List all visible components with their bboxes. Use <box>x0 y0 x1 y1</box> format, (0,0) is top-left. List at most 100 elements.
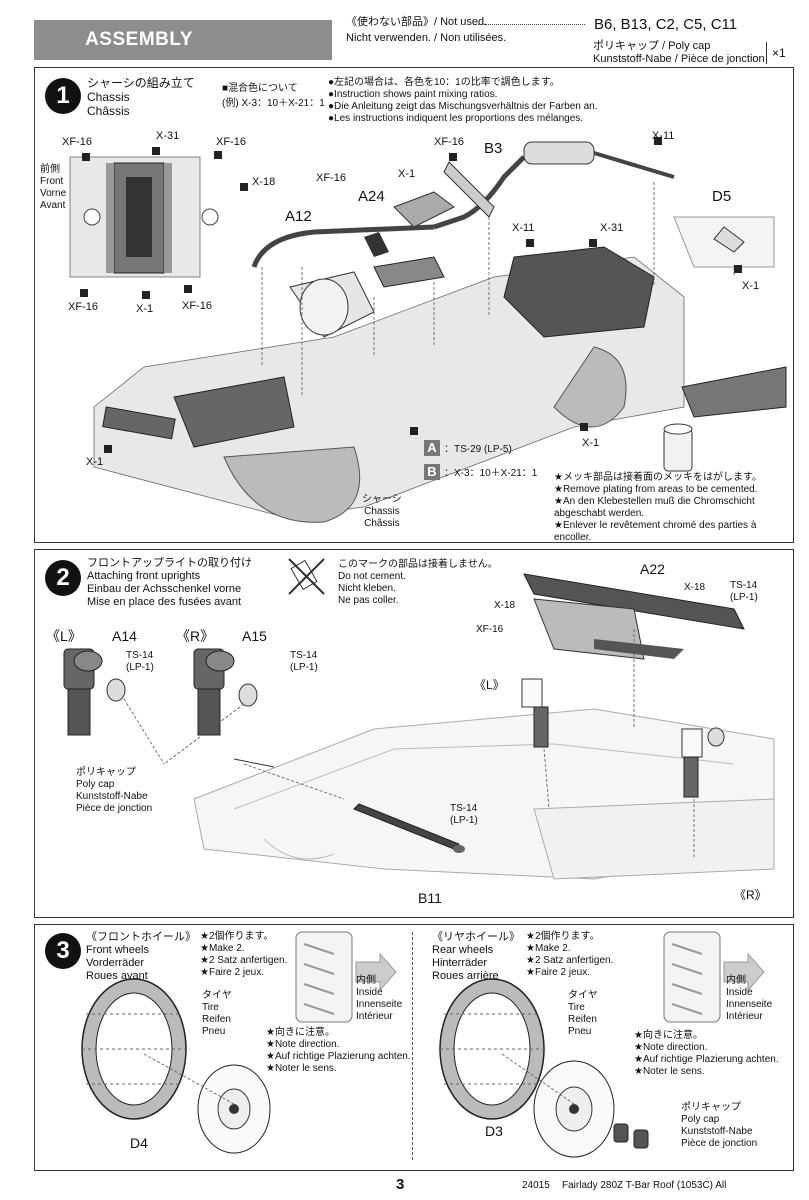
rear-wheels-en: Rear wheels <box>432 944 494 956</box>
tire-jp: タイヤ <box>202 990 232 1001</box>
step2-title-de: Einbau der Achsschenkel vorne <box>87 583 242 595</box>
step2-title: フロントアップライトの取り付け Attaching front uprights… <box>87 557 252 609</box>
front-jp: 前側 <box>40 164 60 175</box>
upright-right-label: 《R》 <box>176 628 215 644</box>
legend-a-letter: A <box>424 440 440 456</box>
inside-jp: 内側 <box>356 975 376 986</box>
ts14-text: TS-14 <box>730 580 758 591</box>
paint-ts14-a22: TS-14(LP-1) <box>730 580 758 604</box>
mix-note-en: ●Instruction shows paint mixing ratios. <box>328 89 498 100</box>
part-label-a22: A22 <box>640 561 665 577</box>
front-fr: Avant <box>40 200 66 211</box>
no-cement-jp: このマークの部品は接着しません。 <box>338 559 498 570</box>
step1-title-fr: Châssis <box>87 104 130 118</box>
rear-wheels-jp: 《リヤホイール》 <box>432 931 520 943</box>
page-number: 3 <box>396 1176 405 1193</box>
inside-jp: 内側 <box>726 975 746 986</box>
direction-en: ★Note direction. <box>266 1039 340 1050</box>
step2-title-fr: Mise en place des fusées avant <box>87 596 242 608</box>
polycap-jp: ポリキャップ <box>76 767 136 778</box>
part-label-a12: A12 <box>285 208 312 225</box>
part-label-a24: A24 <box>358 188 385 205</box>
chassis-jp: シャーシ <box>362 494 402 505</box>
step2-number: 2 <box>45 560 81 596</box>
no-cement-en: Do not cement. <box>338 571 406 582</box>
mix-note-de: ●Die Anleitung zeigt das Mischungsverhäl… <box>328 101 598 112</box>
front-wheels-jp: 《フロントホイール》 <box>86 931 196 943</box>
direction-en: ★Note direction. <box>634 1042 708 1053</box>
paint-label: XF-16 <box>68 301 98 313</box>
make2-front: ★2個作ります。 ★Make 2. ★2 Satz anfertigen. ★F… <box>200 931 287 979</box>
mix-heading: ■混合色について <box>222 83 298 94</box>
inside-de: Innenseite <box>726 999 773 1010</box>
tread-pattern-front <box>295 931 397 1023</box>
paint-markers <box>80 137 742 453</box>
upright-right-part: A15 <box>242 628 267 644</box>
paint-label: XF-16 <box>316 172 346 184</box>
paint-x18-a: X-18 <box>684 582 706 593</box>
mix-example: (例) X-3：10＋X-21：1 <box>222 98 325 109</box>
part-label-d4: D4 <box>130 1135 148 1151</box>
ts14-text: TS-14 <box>290 650 318 661</box>
inner-left-label: 《L》 <box>474 678 505 692</box>
paint-label: X-31 <box>156 130 180 142</box>
lp1-text: (LP-1) <box>730 592 758 603</box>
plating-en: ★Remove plating from areas to be cemente… <box>554 484 758 495</box>
part-label-d5: D5 <box>712 188 732 205</box>
upright-left <box>63 648 126 736</box>
plating-fr: ★Enlever le revêtement chromé des partie… <box>554 520 757 543</box>
lp1-text: (LP-1) <box>450 815 478 826</box>
front-upright-illustration <box>63 558 775 880</box>
front-label: 前側 Front Vorne Avant <box>40 164 66 212</box>
paint-x18-b: X-18 <box>494 600 516 611</box>
tread-pattern-rear <box>663 931 765 1023</box>
legend-a: A：TS-29 (LP-5) <box>424 440 512 456</box>
chassis-main <box>93 141 787 523</box>
part-label-b3: B3 <box>484 140 503 157</box>
chassis-caption: シャーシ Chassis Châssis <box>362 494 402 530</box>
paint-label: XF-16 <box>62 136 92 148</box>
dotted-leader <box>475 24 585 25</box>
part-label-d3: D3 <box>485 1123 503 1139</box>
step2-panel <box>34 549 794 918</box>
tire-de: Reifen <box>202 1014 231 1025</box>
polycap-fr: Pièce de jonction <box>76 803 153 814</box>
step3-panel <box>34 924 794 1171</box>
step3-number: 3 <box>45 933 81 969</box>
part-label-b11: B11 <box>418 890 442 906</box>
crossmember-a22 <box>523 573 745 660</box>
paint-label: X-1 <box>742 280 760 292</box>
paint-label: X-1 <box>86 456 104 468</box>
footer-model: Fairlady 280Z T-Bar Roof (1053C) All <box>562 1180 727 1191</box>
make2-fr: ★Faire 2 jeux. <box>526 967 590 978</box>
page-title: ASSEMBLY <box>85 29 193 50</box>
inside-label-rear: 内側 Inside Innenseite Intérieur <box>726 975 772 1023</box>
upright-left-label: 《L》 <box>46 628 82 644</box>
step2-title-en: Attaching front uprights <box>87 570 201 582</box>
step1-title-jp: シャーシの組み立て <box>87 76 195 90</box>
polycap-fr: Pièce de jonction <box>681 1138 758 1149</box>
polycap-en: Poly cap <box>681 1114 720 1125</box>
paint-ts14-right: TS-14(LP-1) <box>290 650 318 674</box>
chassis-en: Chassis <box>364 506 400 517</box>
front-wheel-d4 <box>197 1064 271 1154</box>
direction-de: ★Auf richtige Plazierung achten. <box>266 1051 411 1062</box>
legend-b: B：X-3：10＋X-21：1 <box>424 464 537 480</box>
paint-label: X-1 <box>398 168 416 180</box>
front-wheels-de: Vorderräder <box>86 957 145 969</box>
polycap-header-jp: ポリキャップ / Poly cap <box>593 40 711 52</box>
plating-notes: ★メッキ部品は接着面のメッキをはがします。 ★Remove plating fr… <box>554 472 784 544</box>
make2-rear: ★2個作ります。 ★Make 2. ★2 Satz anfertigen. ★F… <box>526 931 613 979</box>
paint-label: X-31 <box>600 222 624 234</box>
step1-panel <box>34 67 794 543</box>
no-cement-fr: Ne pas coller. <box>338 595 399 606</box>
not-used-parts: B6, B13, C2, C5, C11 <box>594 16 738 33</box>
paint-label: X-11 <box>652 130 675 142</box>
wheels-illustration <box>81 931 765 1158</box>
mix-note-jp: ●左記の場合は、各色を10：1の比率で調色します。 <box>328 77 560 88</box>
engine-bay-topview <box>69 156 219 278</box>
step1-title: シャーシの組み立て Chassis Châssis <box>87 76 195 118</box>
direction-fr: ★Noter le sens. <box>266 1063 337 1074</box>
legend-b-letter: B <box>424 464 440 480</box>
header-divider <box>766 42 767 64</box>
